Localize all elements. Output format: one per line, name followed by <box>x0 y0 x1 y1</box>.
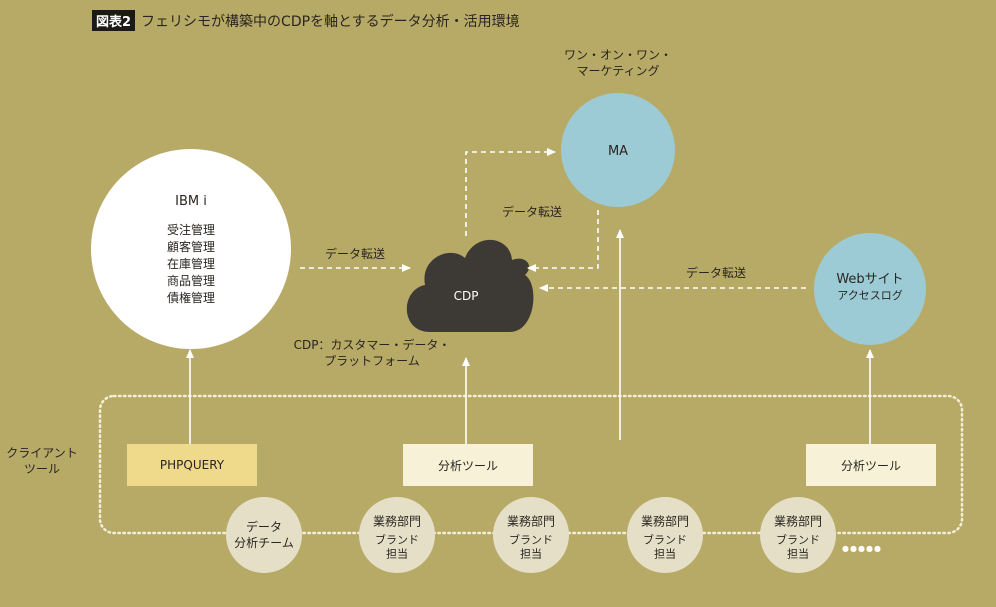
label-cdp-ma: データ転送 <box>501 205 563 219</box>
user-line: データ <box>245 520 283 534</box>
user-line: ブランド <box>508 533 553 547</box>
user-line: 業務部門 <box>773 514 823 529</box>
client-line: クライアント <box>6 446 78 460</box>
cdp-caption-line: プラットフォーム <box>324 354 420 368</box>
ma-caption-line: マーケティング <box>576 64 660 78</box>
ibm-i-node <box>91 149 291 349</box>
user-line: 担当 <box>786 547 809 561</box>
ibm-item: 在庫管理 <box>166 257 216 271</box>
user-data-team: データ 分析チーム <box>234 519 294 551</box>
ibm-item: 顧客管理 <box>166 240 216 254</box>
website-node <box>814 233 926 345</box>
user-business: 業務部門 ブランド 担当 <box>774 515 822 562</box>
client-tools-label: クライアント ツール <box>6 445 78 477</box>
user-line: ブランド <box>374 533 419 547</box>
ibm-item: 債権管理 <box>166 291 216 305</box>
user-circles <box>226 497 836 573</box>
ma-node <box>561 93 675 207</box>
ibm-item: 受注管理 <box>166 223 216 237</box>
arrow-ma-to-cdp <box>527 210 599 272</box>
user-business: 業務部門 ブランド 担当 <box>373 515 421 562</box>
client-line: ツール <box>23 462 60 476</box>
ma-label: MA <box>607 144 629 159</box>
ma-caption-line: ワン・オン・ワン・ <box>563 48 673 62</box>
cdp-cloud <box>406 239 534 332</box>
website-line: アクセスログ <box>837 289 903 302</box>
figure-title: 図表2 フェリシモが構築中のCDPを軸とするデータ分析・活用環境 <box>92 10 520 31</box>
cdp-label: CDP <box>453 289 479 303</box>
ibm-name: IBM i <box>175 194 207 209</box>
tool-analysis: 分析ツール <box>806 444 936 486</box>
website-line: Webサイト <box>836 272 904 287</box>
tool-analysis: 分析ツール <box>403 444 533 486</box>
user-business: 業務部門 ブランド 担当 <box>641 515 689 562</box>
user-line: 分析チーム <box>234 536 294 550</box>
client-tools-group <box>98 394 964 535</box>
ma-caption: ワン・オン・ワン・ マーケティング <box>564 47 672 79</box>
user-line: ブランド <box>775 533 820 547</box>
user-line: 業務部門 <box>640 514 690 529</box>
user-line: 担当 <box>653 547 676 561</box>
cdp-caption: CDP：カスタマー・データ・ プラットフォーム <box>294 337 451 369</box>
user-line: 業務部門 <box>372 514 422 529</box>
website-label: Webサイト アクセスログ <box>836 272 903 304</box>
label-web-to-cdp: データ転送 <box>685 266 747 280</box>
more-dots: ●●●●● <box>842 544 882 553</box>
ibm-i-label: IBM i 受注管理 顧客管理 在庫管理 商品管理 債権管理 <box>167 193 215 307</box>
ibm-item: 商品管理 <box>166 274 216 288</box>
user-line: 担当 <box>519 547 542 561</box>
user-business: 業務部門 ブランド 担当 <box>507 515 555 562</box>
arrow-cdp-to-ma <box>465 148 556 236</box>
tool-phpquery: PHPQUERY <box>127 444 257 486</box>
label-ibm-to-cdp: データ転送 <box>324 247 386 261</box>
user-line: 業務部門 <box>506 514 556 529</box>
figure-badge: 図表2 <box>92 10 136 31</box>
figure-title-text: フェリシモが構築中のCDPを軸とするデータ分析・活用環境 <box>141 13 520 30</box>
user-line: 担当 <box>385 547 408 561</box>
cdp-caption-line: CDP：カスタマー・データ・ <box>293 338 451 352</box>
user-line: ブランド <box>642 533 687 547</box>
